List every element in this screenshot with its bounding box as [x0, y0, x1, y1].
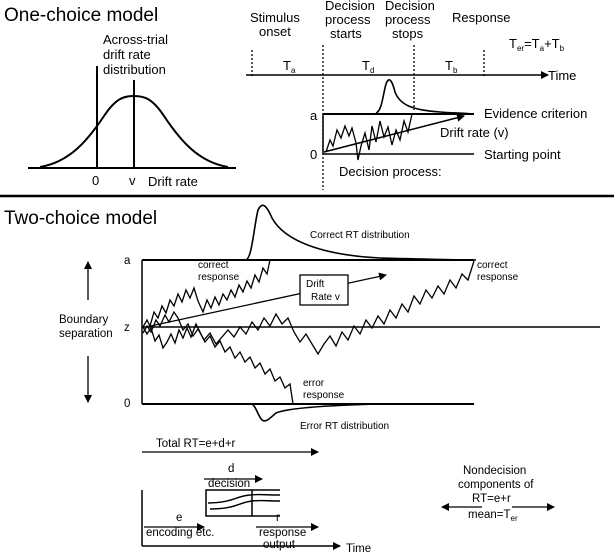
interval-ta: Ta: [283, 58, 296, 75]
decision-curve: [207, 493, 281, 504]
decision-label: decision: [208, 478, 250, 490]
interval-td: Td: [362, 58, 374, 75]
correct-response-left-1: correct: [198, 260, 229, 271]
correct-response-left-2: response: [198, 272, 240, 283]
nondecision-2: components of: [458, 479, 534, 491]
drift-rate-label: Drift rate (v): [440, 125, 509, 140]
boundary-label-2: separation: [59, 328, 113, 340]
decision-stops-label-3: stops: [392, 26, 424, 41]
decision-stops-label-2: process: [385, 12, 431, 27]
stimulus-onset-label-2: onset: [259, 24, 291, 39]
z-label: z: [124, 322, 130, 334]
timeline: Stimulus onset Decision process starts D…: [246, 0, 576, 190]
interval-tb: Tb: [445, 58, 458, 75]
correct-rt-label: Correct RT distribution: [310, 230, 410, 241]
nondecision-3: RT=e+r: [472, 493, 511, 505]
boundary-zero-label: 0: [310, 147, 317, 162]
time-label: Time: [548, 68, 576, 83]
finishing-time-distribution: [375, 79, 473, 115]
one-choice-process: a 0 Evidence criterion Drift rate (v) St…: [310, 79, 587, 179]
decision-box: [205, 489, 253, 517]
lower-zero-label: 0: [124, 398, 130, 410]
correct-rt-distribution: [245, 204, 477, 261]
ter-formula: Ter=Ta+Tb: [509, 36, 565, 53]
correct-response-right-1: correct: [477, 260, 508, 271]
one-choice-title: One-choice model: [4, 5, 158, 26]
decision-curve-2: [209, 499, 281, 510]
drift-box-label-1: Drift: [306, 279, 325, 290]
stimulus-onset-label-1: Stimulus: [250, 10, 300, 25]
drift-arrow: [323, 113, 465, 153]
drift-rate-axis-label: Drift rate: [148, 174, 198, 189]
drift-dist-label-3: distribution: [103, 62, 166, 77]
normal-curve: [39, 94, 229, 168]
upper-a-label: a: [124, 255, 131, 267]
evidence-criterion-label: Evidence criterion: [484, 106, 587, 121]
error-path: [142, 322, 294, 405]
d-label: d: [228, 463, 234, 475]
axis-zero-label: 0: [92, 173, 99, 188]
correct-response-right-2: response: [477, 272, 519, 283]
e-label: e: [176, 512, 182, 524]
boundary-label-1: Boundary: [59, 314, 108, 326]
two-choice-title: Two-choice model: [4, 208, 157, 229]
evidence-path: [325, 113, 413, 161]
error-rt-label: Error RT distribution: [300, 421, 389, 432]
error-rt-distribution: [251, 403, 474, 422]
fast-correct-path: [142, 259, 271, 328]
two-choice-process: Correct RT distribution a z 0 Boundary s…: [59, 204, 600, 432]
decision-process-caption: Decision process:: [339, 164, 442, 179]
decision-starts-label-2: process: [325, 12, 371, 27]
response-output-2: output: [263, 539, 296, 551]
decision-stops-label-1: Decision: [385, 0, 435, 13]
nondecision-1: Nondecision: [463, 465, 526, 477]
encoding-label: encoding etc.: [146, 527, 214, 539]
slow-correct-path: [142, 260, 475, 356]
drift-dist-label-1: Across-trial: [103, 32, 168, 47]
axis-v-label: v: [129, 173, 136, 188]
error-response-2: response: [303, 390, 345, 401]
drift-box-label-2: Rate v: [311, 292, 340, 303]
time-label-two: Time: [346, 543, 371, 554]
drift-rate-distribution: Across-trial drift rate distribution 0 v…: [28, 32, 236, 189]
rt-decomposition: Total RT=e+d+r d decision e encoding etc…: [141, 438, 371, 554]
decision-starts-label-3: starts: [330, 26, 362, 41]
starting-point-label: Starting point: [484, 147, 561, 162]
error-response-1: error: [303, 378, 325, 389]
nondecision-4: mean=Ter: [468, 509, 518, 523]
total-rt-label: Total RT=e+d+r: [156, 438, 236, 450]
nondecision-components: Nondecision components of RT=e+r mean=Te…: [441, 465, 555, 523]
boundary-a-label: a: [310, 108, 318, 123]
r-label: r: [276, 512, 280, 524]
response-label: Response: [452, 10, 511, 25]
drift-box: [299, 274, 349, 306]
decision-starts-label-1: Decision: [325, 0, 375, 13]
drift-dist-label-2: drift rate: [103, 47, 151, 62]
response-output-1: response: [259, 527, 306, 539]
